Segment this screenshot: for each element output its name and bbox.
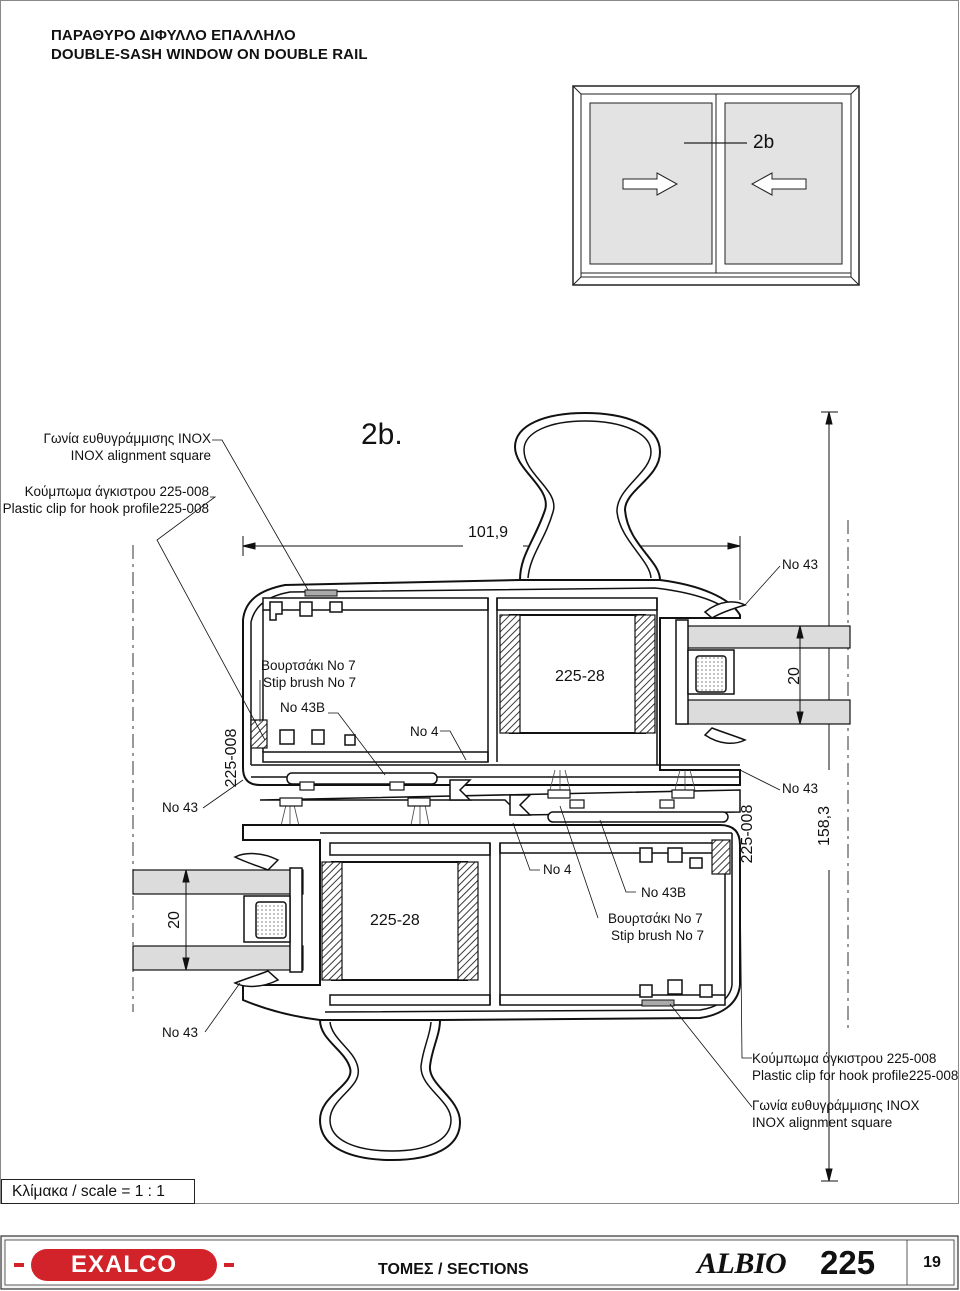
label-no43-left: No 43 — [162, 800, 199, 815]
label-no43b-top: No 43B — [280, 700, 326, 715]
label-clip-english-bottom: Plastic clip for hook profile225-008 — [752, 1068, 959, 1083]
glass-dimension-top: 20 — [786, 667, 803, 685]
label-no43-mid-right: No 43 — [782, 781, 819, 796]
hook-profile-225-008-bottom: 225-008 — [739, 804, 756, 864]
label-brush-english-bottom: Stip brush No 7 — [611, 928, 705, 943]
series-number: 225 — [820, 1244, 876, 1281]
section-ref-label: 2b — [753, 132, 775, 153]
label-brush-greek-top: Βουρτσάκι No 7 — [261, 658, 356, 673]
label-no43-top-right: No 43 — [782, 557, 819, 572]
hook-profile-225-008-top: 225-008 — [223, 728, 240, 788]
scale-box: Κλίμακα / scale = 1 : 1 — [1, 1179, 195, 1204]
label-no43-bottom-left: No 43 — [162, 1025, 199, 1040]
label-no4-top: No 4 — [410, 724, 439, 739]
title-greek: ΠΑΡΑΘΥΡΟ ΔΙΦΥΛΛΟ ΕΠΑΛΛΗΛΟ — [51, 27, 296, 44]
label-clip-greek-top: Κούμπωμα άγκιστρου 225-008 — [24, 484, 209, 499]
label-inox-greek-top: Γωνία ευθυγράμμισης INOX — [43, 431, 211, 446]
footer-frame — [0, 1235, 959, 1290]
label-inox-greek-bottom: Γωνία ευθυγράμμισης INOX — [752, 1098, 920, 1113]
footer: EXALCO ΤΟΜΕΣ / SECTIONS ALBIO 225 19 — [0, 1235, 960, 1291]
exalco-logo: EXALCO — [70, 1251, 177, 1278]
title-english: DOUBLE-SASH WINDOW ON DOUBLE RAIL — [51, 46, 368, 63]
height-dimension: 158,3 — [816, 805, 833, 847]
label-brush-greek-bottom: Βουρτσάκι No 7 — [608, 911, 703, 926]
profile-225-28-bottom: 225-28 — [370, 912, 420, 929]
label-clip-english-top: Plastic clip for hook profile225-008 — [2, 501, 209, 516]
footer-sections-label: ΤΟΜΕΣ / SECTIONS — [378, 1261, 529, 1278]
label-inox-english-bottom: INOX alignment square — [752, 1115, 893, 1130]
label-no4-bottom: No 4 — [543, 862, 572, 877]
page-number: 19 — [923, 1254, 941, 1271]
profile-225-28-top: 225-28 — [555, 668, 605, 685]
label-brush-english-top: Stip brush No 7 — [263, 675, 357, 690]
label-no43b-bottom: No 43B — [641, 885, 687, 900]
albio-logo: ALBIO — [697, 1247, 787, 1280]
glass-dimension-bottom: 20 — [166, 911, 183, 929]
label-clip-greek-bottom: Κούμπωμα άγκιστρου 225-008 — [752, 1051, 937, 1066]
label-inox-english-top: INOX alignment square — [70, 448, 211, 463]
section-title: 2b. — [361, 418, 403, 451]
width-dimension: 101,9 — [468, 524, 509, 541]
